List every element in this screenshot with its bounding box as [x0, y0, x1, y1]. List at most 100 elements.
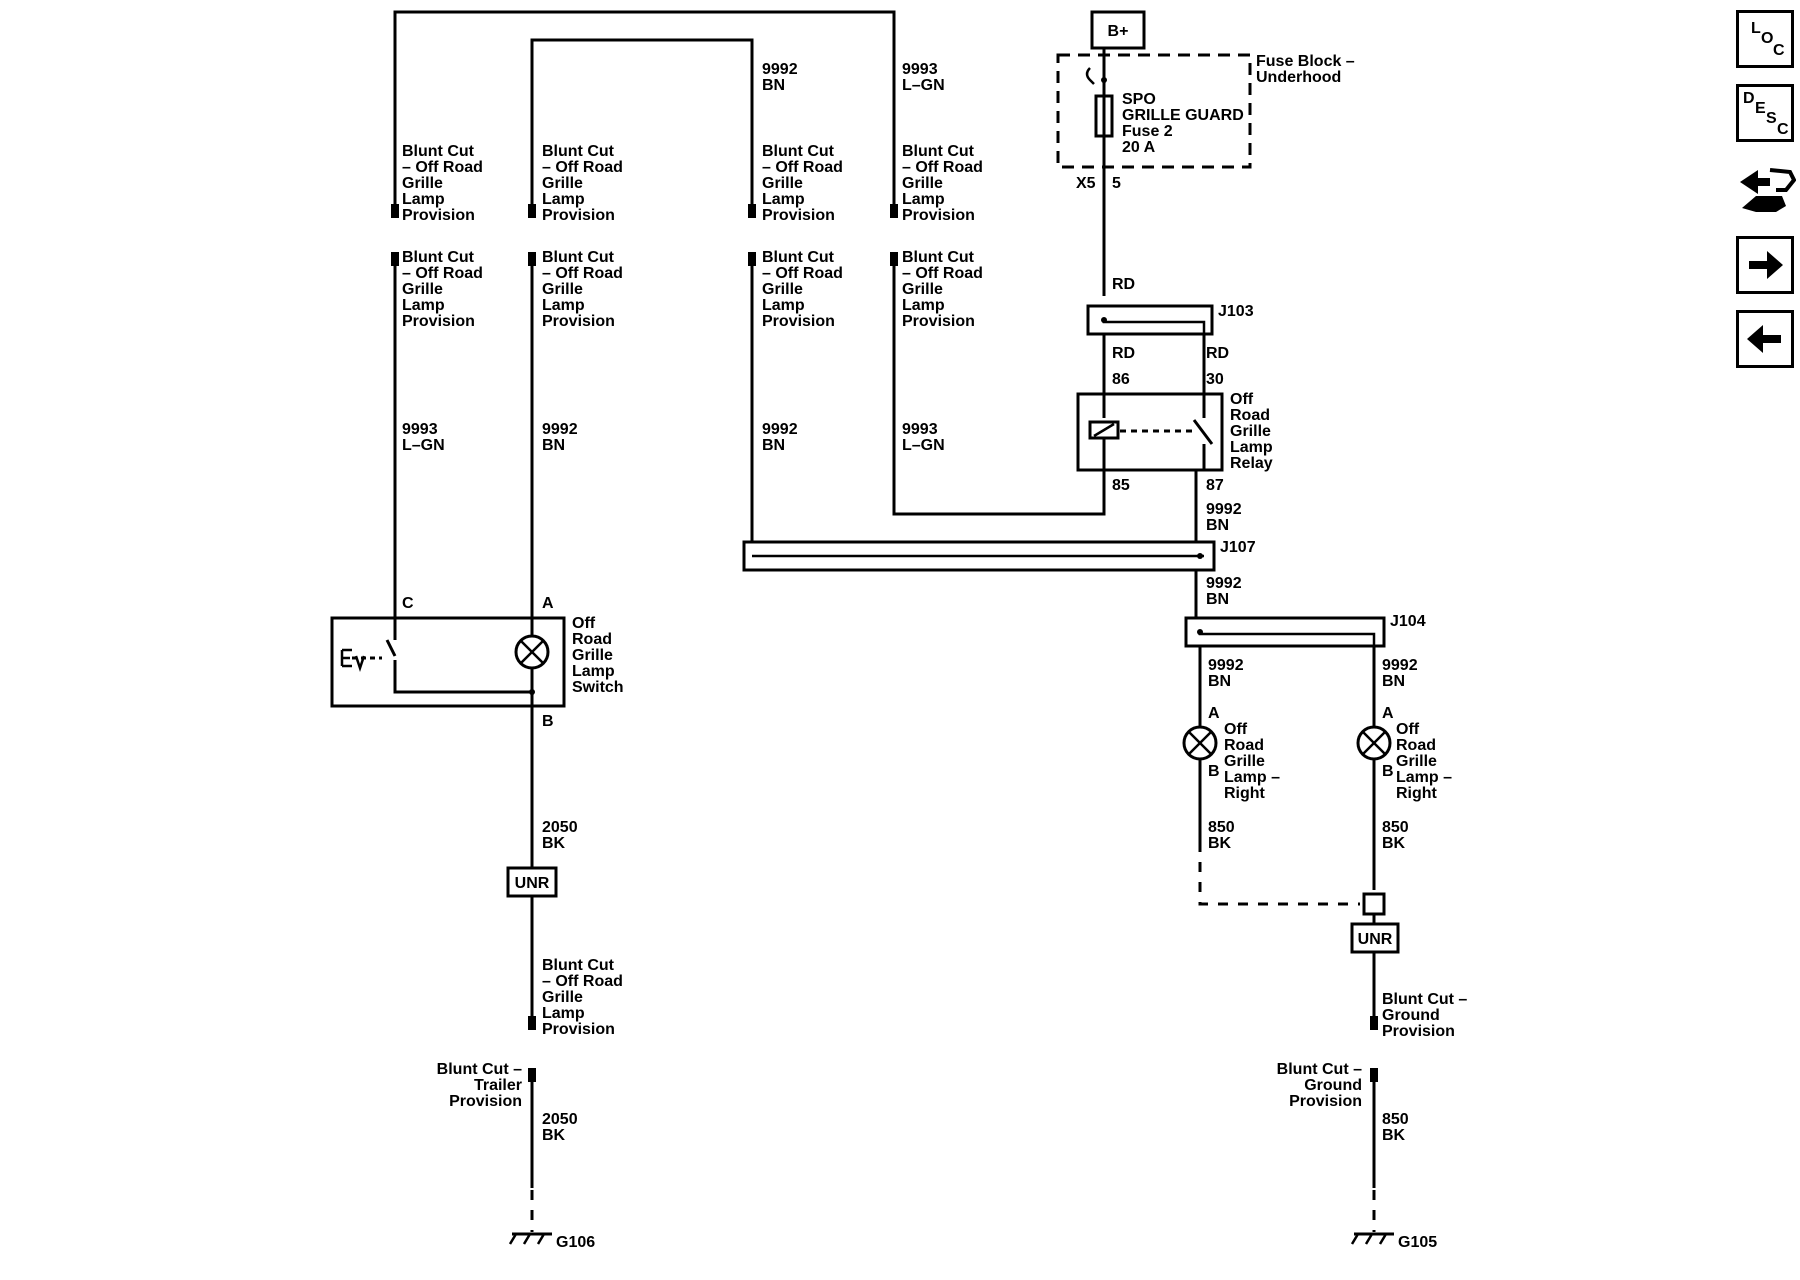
fuse-pin-label: 5 — [1112, 175, 1121, 192]
ground-tick — [1378, 1233, 1388, 1245]
ground-tick — [522, 1233, 532, 1245]
lamp-right-pin-b: B — [1382, 763, 1394, 780]
splice-dot — [1101, 317, 1107, 323]
arrow-right-icon — [1749, 251, 1783, 279]
splice-dot — [1197, 553, 1203, 559]
connector-wrench-button[interactable] — [1736, 160, 1797, 220]
junction-j103 — [1086, 304, 1214, 336]
ground-tie-dashed — [1198, 842, 1360, 906]
blunt-cut-pin — [528, 1068, 536, 1082]
svg-text:O: O — [1761, 30, 1773, 47]
relay-pin-85: 85 — [1112, 477, 1130, 494]
fuse-connector-label: X5 — [1076, 175, 1096, 192]
junction-j107-label: J107 — [1220, 539, 1256, 556]
blunt-cut-pin — [1370, 1068, 1378, 1082]
ground-tick — [536, 1233, 546, 1245]
blunt-cut-pin — [528, 204, 536, 218]
blunt-cut-pin — [528, 252, 536, 266]
ground-tick — [1350, 1233, 1360, 1245]
wire-rd-label: RD — [1112, 276, 1135, 293]
relay-pin-87: 87 — [1206, 477, 1224, 494]
wire-rd-label: RD — [1206, 345, 1229, 362]
fuse-block-title: Fuse Block –Underhood — [1256, 53, 1355, 86]
ground-g105-label: G105 — [1398, 1234, 1437, 1251]
blunt-cut-pin — [890, 204, 898, 218]
blunt-cut-pin — [748, 204, 756, 218]
battery-label: B+ — [1108, 23, 1129, 40]
unr-label-left: UNR — [515, 875, 550, 892]
desc-icon: D E S C — [1743, 90, 1789, 138]
wire-9993-top-loop — [393, 10, 896, 216]
switch-internal-wire — [393, 660, 532, 694]
lamp-cross — [1362, 731, 1386, 755]
relay-coil-slash — [1093, 422, 1115, 438]
fuse-block-outline — [1056, 53, 1252, 169]
svg-text:C: C — [1777, 121, 1789, 138]
svg-text:E: E — [1755, 100, 1766, 117]
fuse-symbol-hook — [1085, 67, 1095, 85]
desc-button[interactable]: D E S C — [1736, 84, 1794, 142]
unr-label-right: UNR — [1358, 931, 1393, 948]
blunt-cut-pin — [890, 252, 898, 266]
ground-tick — [1364, 1233, 1374, 1245]
ground-g106-label: G106 — [556, 1234, 595, 1251]
blunt-cut-pin — [1370, 1016, 1378, 1030]
switch-pin-c: C — [402, 595, 414, 612]
loc-button[interactable]: L O C — [1736, 10, 1794, 68]
lamp-cross — [520, 640, 544, 664]
splice-dot — [1197, 629, 1203, 635]
connector-wrench-icon — [1740, 168, 1797, 212]
svg-text:D: D — [1743, 90, 1755, 107]
next-button[interactable] — [1736, 236, 1794, 294]
prev-button[interactable] — [1736, 310, 1794, 368]
blunt-cut-pin — [528, 1016, 536, 1030]
unr-box-right — [1350, 922, 1400, 954]
svg-text:S: S — [1766, 110, 1777, 127]
relay-contact — [1192, 419, 1214, 445]
junction-j104-label: J104 — [1390, 613, 1426, 630]
splice-dot — [529, 689, 535, 695]
wire-rd-label: RD — [1112, 345, 1135, 362]
switch-pin-b: B — [542, 713, 554, 730]
battery-box — [1090, 10, 1146, 50]
relay-pin-30: 30 — [1206, 371, 1224, 388]
unr-box-left — [506, 866, 558, 898]
lamp-right-pin-a: A — [1382, 705, 1394, 722]
lamp-left-pin-b: B — [1208, 763, 1220, 780]
arrow-left-icon — [1747, 325, 1781, 353]
ground-splice-box — [1362, 892, 1386, 916]
junction-j103-label: J103 — [1218, 303, 1254, 320]
junction-j104 — [1184, 616, 1386, 648]
blunt-cut-pin — [748, 252, 756, 266]
lamp-cross — [1188, 731, 1212, 755]
